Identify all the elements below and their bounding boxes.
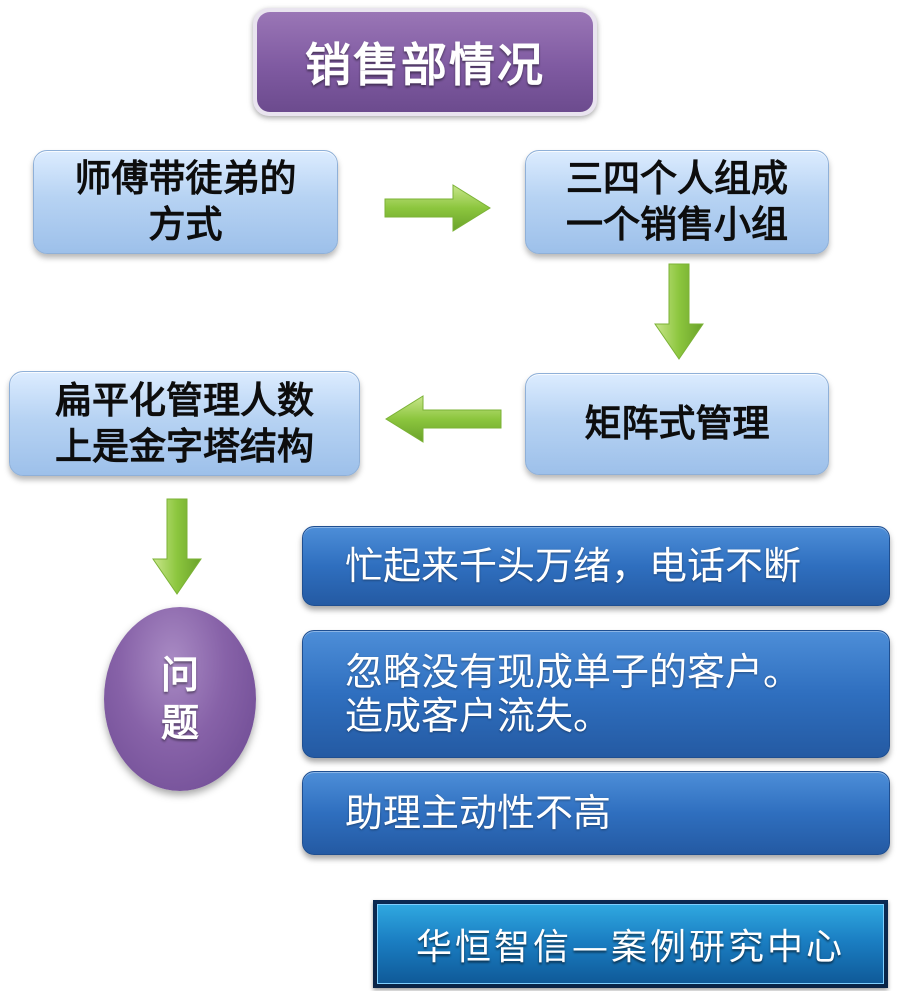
arrow-down-icon (654, 263, 704, 360)
process-box-sales-team: 三四个人组成 一个销售小组 (525, 150, 829, 254)
issue-box-customer-loss-line2: 造成客户流失。 (345, 694, 612, 738)
process-box-matrix-line1: 矩阵式管理 (584, 402, 770, 445)
problem-oval-char2: 题 (160, 701, 199, 745)
process-box-sales-team-line1: 三四个人组成 (566, 157, 788, 200)
process-box-flat-line1: 扁平化管理人数 (55, 378, 314, 422)
issue-box-busy: 忙起来千头万绪，电话不断 (302, 526, 890, 606)
problem-oval-char1: 问 (160, 653, 199, 697)
title-box: 销售部情况 (253, 8, 597, 116)
process-box-flat: 扁平化管理人数 上是金字塔结构 (9, 371, 360, 476)
process-box-mentoring: 师傅带徒弟的 方式 (33, 150, 338, 254)
process-box-matrix: 矩阵式管理 (525, 373, 829, 475)
footer-text: 华恒智信—案例研究中心 (377, 904, 884, 984)
process-box-mentoring-line2: 方式 (148, 203, 223, 246)
problem-oval: 问 题 (104, 607, 256, 791)
arrow-down-icon (152, 498, 202, 595)
issue-box-customer-loss: 忽略没有现成单子的客户。 造成客户流失。 (302, 630, 890, 758)
issue-box-customer-loss-line1: 忽略没有现成单子的客户。 (345, 650, 802, 694)
issue-box-busy-line1: 忙起来千头万绪，电话不断 (345, 544, 802, 588)
issue-box-assistant-line1: 助理主动性不高 (345, 791, 612, 835)
process-box-flat-line2: 上是金字塔结构 (55, 424, 314, 468)
issue-box-assistant: 助理主动性不高 (302, 771, 890, 855)
process-box-sales-team-line2: 一个销售小组 (566, 203, 788, 246)
arrow-left-icon (385, 395, 502, 443)
arrow-right-icon (384, 184, 491, 232)
process-box-mentoring-line1: 师傅带徒弟的 (74, 157, 297, 200)
page-title: 销售部情况 (257, 12, 593, 112)
footer-banner: 华恒智信—案例研究中心 (373, 900, 888, 988)
